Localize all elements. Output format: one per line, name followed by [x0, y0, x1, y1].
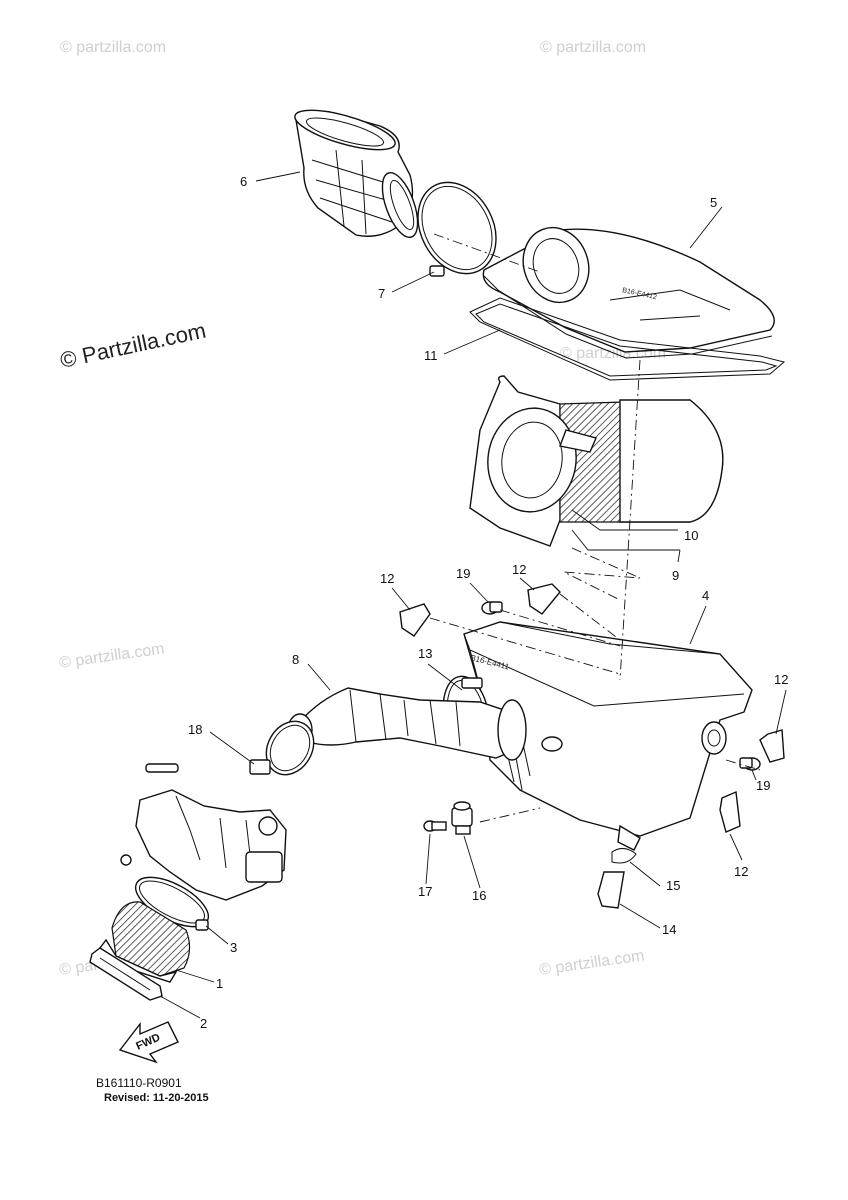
callout-10: 10	[684, 528, 698, 543]
watermark: © partzilla.com	[58, 640, 165, 672]
callout-4: 4	[702, 588, 709, 603]
callout-2: 2	[200, 1016, 207, 1031]
watermark-brand: © Partzilla.com	[58, 318, 208, 373]
callout-8: 8	[292, 652, 299, 667]
part-12-clip	[399, 603, 431, 637]
part-11-gasket	[469, 297, 786, 381]
callout-12: 12	[774, 672, 788, 687]
callout-19: 19	[756, 778, 770, 793]
part-14-drain-hose	[597, 871, 625, 909]
callout-12: 12	[734, 864, 748, 879]
callout-1: 1	[216, 976, 223, 991]
callout-3: 3	[230, 940, 237, 955]
part-18-hose-band	[249, 720, 315, 776]
callout-5: 5	[710, 195, 717, 210]
assembly-lines	[429, 233, 761, 823]
watermark: © partzilla.com	[538, 947, 645, 979]
callout-6: 6	[240, 174, 247, 189]
callout-15: 15	[666, 878, 680, 893]
callout-14: 14	[662, 922, 676, 937]
callout-7: 7	[378, 286, 385, 301]
part-12-clip	[527, 583, 561, 615]
part-5-airbox-cover: B16-E4412	[482, 226, 775, 359]
fwd-arrow: FWD	[118, 1021, 179, 1064]
part-10-air-filter	[469, 375, 724, 547]
callout-19: 19	[456, 566, 470, 581]
part-19-bolt	[481, 601, 503, 615]
part-15-clip	[611, 848, 637, 864]
watermark: © partzilla.com	[60, 39, 166, 56]
callout-11: 11	[424, 348, 438, 363]
part-6-intake-duct	[294, 109, 419, 239]
part-2-joint-plate	[89, 947, 163, 1001]
part-4-airbox-case: B16-E4411	[463, 621, 753, 851]
leader-lines	[159, 171, 787, 1019]
part-19-bolt	[739, 757, 761, 771]
callout-16: 16	[472, 888, 486, 903]
callout-13: 13	[418, 646, 432, 661]
diagram-code: B161110-R0901	[96, 1076, 182, 1090]
part-16-sensor	[451, 801, 473, 835]
part-7-clamp-ring	[417, 181, 497, 277]
throttle-body	[120, 763, 287, 901]
revised-date: Revised: 11-20-2015	[104, 1092, 209, 1104]
watermark: © partzilla.com	[540, 39, 646, 56]
callout-12: 12	[380, 571, 394, 586]
part-17-screw	[423, 820, 447, 832]
callout-17: 17	[418, 884, 432, 899]
callout-18: 18	[188, 722, 202, 737]
callout-12: 12	[512, 562, 526, 577]
callout-9: 9	[672, 568, 679, 583]
part-12-clip	[759, 729, 785, 763]
part-12-clip	[719, 790, 741, 833]
callouts: 6 7 5 11 10 9 4 12 12 19 12 19 12 13 8 1…	[188, 174, 788, 1031]
